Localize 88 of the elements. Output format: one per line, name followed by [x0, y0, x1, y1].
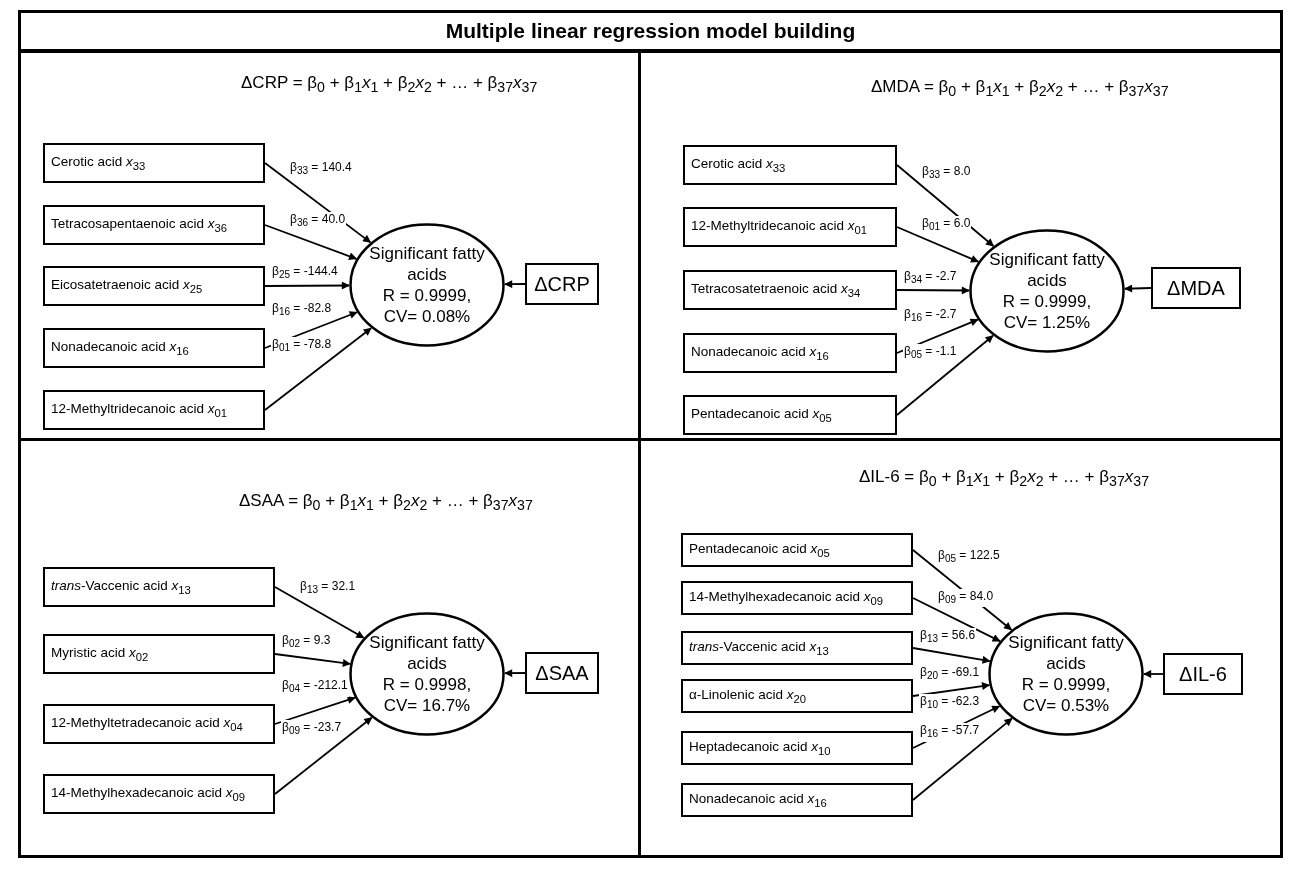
arrow: [1143, 670, 1164, 678]
arrow: [912, 717, 1013, 801]
fatty-acid-label: 14-Methylhexadecanoic acid x$_{09}$: [51, 785, 246, 803]
arrow: [274, 586, 365, 639]
arrow: [264, 281, 350, 290]
fatty-acid-label: Heptadecanoic acid x$_{10}$: [689, 739, 831, 757]
model-stats-text: Significant fatty acids: [1007, 632, 1125, 674]
arrow: [264, 327, 372, 411]
arrow: [912, 647, 991, 664]
variable-box: [43, 634, 275, 674]
variable-box: [43, 143, 265, 183]
variable-box: [683, 207, 897, 247]
arrow: [274, 716, 373, 795]
arrow: [896, 164, 995, 247]
variable-box: [681, 731, 913, 765]
arrow: [896, 286, 970, 295]
variable-box: [43, 266, 265, 306]
regression-equation: ΔSAA = β$_{0}$ + β$_{1}$x$_{1}$ + β$_{2}$x$_{2}$ + … + β$_{37}$x$_{37}$: [239, 491, 533, 514]
fatty-acid-label: 12-Methyltridecanoic acid x$_{01}$: [51, 401, 228, 419]
variable-box: [43, 774, 275, 814]
arrow: [1124, 284, 1152, 293]
coefficient-label: β$_{09}$ = 84.0: [937, 588, 995, 607]
fatty-acid-label: α-Linolenic acid x$_{20}$: [689, 687, 807, 705]
variable-box: [43, 390, 265, 430]
arrow: [274, 696, 356, 725]
fatty-acid-label: Nonadecanoic acid x$_{16}$: [51, 339, 189, 357]
outcome-label: ΔMDA: [1167, 276, 1225, 300]
arrow: [896, 334, 994, 416]
arrow: [264, 162, 372, 244]
arrow: [264, 224, 358, 261]
diagram-title: Multiple linear regression model building: [444, 19, 857, 43]
outcome-box: [1151, 267, 1241, 309]
model-ellipse: [969, 229, 1125, 353]
coefficient-label: β$_{04}$ = -212.1: [281, 678, 349, 697]
fatty-acid-label: Cerotic acid x$_{33}$: [691, 156, 786, 174]
fatty-acid-label: 14-Methylhexadecanoic acid x$_{09}$: [689, 589, 884, 607]
fatty-acid-label: Cerotic acid x$_{33}$: [51, 154, 146, 172]
fatty-acid-label: Nonadecanoic acid x$_{16}$: [689, 791, 827, 809]
variable-box: [43, 704, 275, 744]
variable-box: [683, 145, 897, 185]
model-stats-text: R = 0.9999, CV= 0.53%: [1020, 674, 1112, 716]
regression-equation: ΔMDA = β$_{0}$ + β$_{1}$x$_{1}$ + β$_{2}$x$_{2}$ + … + β$_{37}$x$_{37}$: [871, 77, 1169, 100]
fatty-acid-label: Myristic acid x$_{02}$: [51, 645, 149, 663]
fatty-acid-label: Nonadecanoic acid x$_{16}$: [691, 344, 829, 362]
model-ellipse: [349, 612, 505, 736]
outcome-label: ΔSAA: [535, 661, 589, 685]
arrow: [912, 597, 1001, 643]
fatty-acid-label: Tetracosatetraenoic acid x$_{34}$: [691, 281, 861, 299]
fatty-acid-label: Pentadecanoic acid x$_{05}$: [691, 406, 832, 424]
regression-equation: ΔCRP = β$_{0}$ + β$_{1}$x$_{1}$ + β$_{2}$x$_{2}$ + … + β$_{37}$x$_{37}$: [241, 73, 538, 96]
arrow: [912, 682, 991, 697]
outcome-box: [1163, 653, 1243, 695]
model-stats-text: Significant fatty acids: [988, 249, 1106, 291]
arrow: [896, 226, 980, 263]
variable-box: [683, 333, 897, 373]
arrow: [504, 669, 526, 678]
model-stats-text: Significant fatty acids: [368, 632, 486, 674]
variable-box: [681, 783, 913, 817]
model-ellipse: [988, 612, 1144, 736]
fatty-acid-label: 12-Methyltetradecanoic acid x$_{04}$: [51, 715, 243, 733]
regression-equation: ΔIL-6 = β$_{0}$ + β$_{1}$x$_{1}$ + β$_{2}$x$_{2}$ + … + β$_{37}$x$_{37}$: [859, 467, 1150, 490]
outcome-label: ΔCRP: [534, 272, 590, 296]
outcome-box: [525, 652, 599, 694]
fatty-acid-label: Eicosatetraenoic acid x$_{25}$: [51, 277, 203, 295]
fatty-acid-label: trans-Vaccenic acid x$_{13}$: [689, 639, 829, 657]
model-stats-text: R = 0.9999, CV= 0.08%: [381, 285, 473, 327]
model-stats-text: Significant fatty acids: [368, 243, 486, 285]
fatty-acid-label: trans-Vaccenic acid x$_{13}$: [51, 578, 191, 596]
variable-box: [681, 631, 913, 665]
variable-box: [683, 395, 897, 435]
outcome-label: ΔIL-6: [1179, 662, 1227, 686]
fatty-acid-label: 12-Methyltridecanoic acid x$_{01}$: [691, 218, 868, 236]
variable-box: [43, 205, 265, 245]
model-ellipse: [349, 223, 505, 347]
model-stats-text: R = 0.9999, CV= 1.25%: [1001, 291, 1093, 333]
fatty-acid-label: Pentadecanoic acid x$_{05}$: [689, 541, 830, 559]
model-stats-text: R = 0.9998, CV= 16.7%: [381, 674, 473, 716]
fatty-acid-label: Tetracosapentaenoic acid x$_{36}$: [51, 216, 228, 234]
arrow: [504, 280, 526, 289]
arrow: [274, 653, 351, 667]
outcome-box: [525, 263, 599, 305]
variable-box: [43, 328, 265, 368]
variable-box: [43, 567, 275, 607]
variable-box: [681, 533, 913, 567]
variable-box: [683, 270, 897, 310]
variable-box: [681, 679, 913, 713]
coefficient-label: β$_{16}$ = -57.7: [919, 723, 981, 742]
variable-box: [681, 581, 913, 615]
